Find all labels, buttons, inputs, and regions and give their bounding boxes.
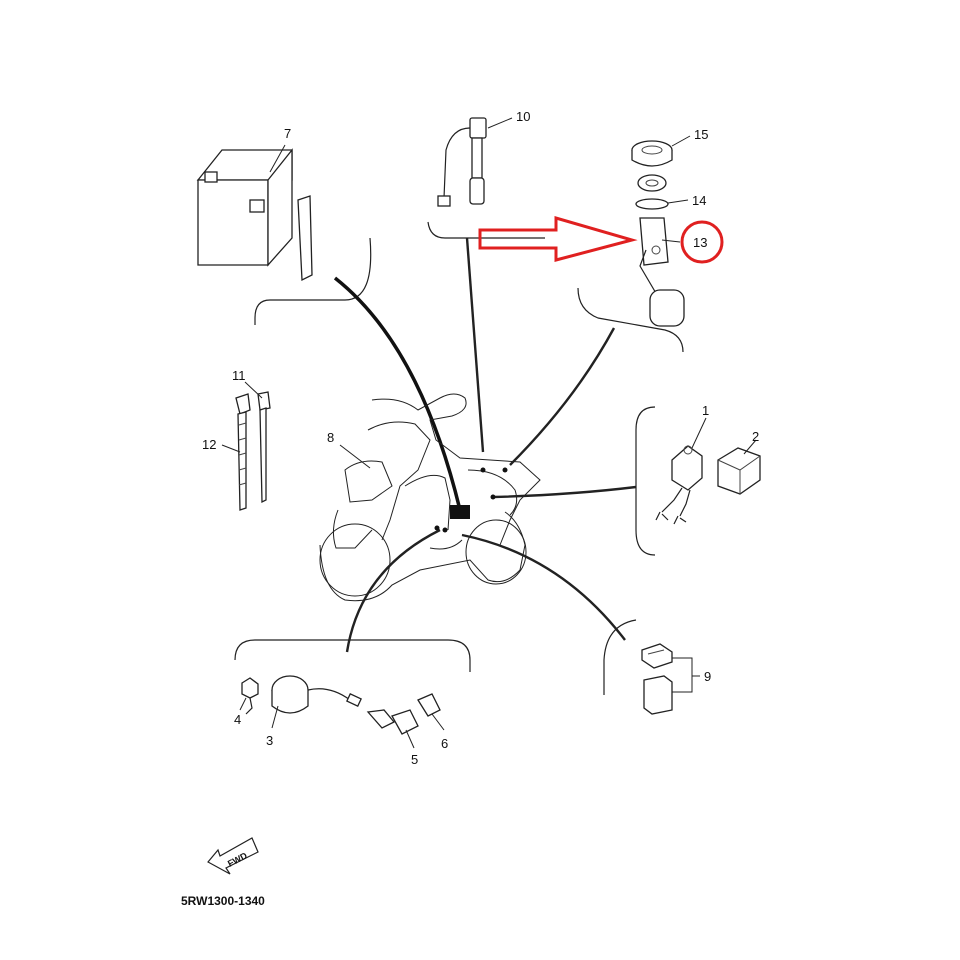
leader-10 — [487, 117, 513, 129]
label-part-9: 9 — [704, 669, 711, 684]
bracket-battery — [254, 237, 372, 325]
speed-sensor-part — [437, 117, 487, 207]
leader-1 — [691, 417, 707, 449]
bracket-fuel-sender — [577, 287, 684, 353]
label-part-1: 1 — [702, 403, 709, 418]
ignition-parts — [241, 675, 441, 735]
label-part-15: 15 — [694, 127, 708, 142]
leader-13 — [661, 239, 681, 243]
leader-15 — [671, 135, 691, 147]
leader-3 — [271, 705, 279, 729]
highlight-circle — [680, 220, 724, 264]
leader-fuel-sender — [509, 327, 616, 466]
leader-sensor — [465, 237, 485, 453]
leader-12 — [221, 444, 241, 453]
scooter-outline — [319, 393, 541, 602]
leader-7 — [269, 144, 286, 173]
highlight-arrow — [478, 216, 638, 262]
label-part-13: 13 — [693, 235, 707, 250]
leader-6 — [431, 713, 445, 731]
label-part-4: 4 — [234, 712, 241, 727]
label-part-14: 14 — [692, 193, 706, 208]
leader-4 — [239, 697, 247, 711]
fuse-parts — [641, 643, 673, 715]
label-part-2: 2 — [752, 429, 759, 444]
label-part-6: 6 — [441, 736, 448, 751]
leader-fuse — [461, 533, 626, 641]
leader-2 — [743, 439, 757, 455]
bracket-sensor — [427, 221, 545, 239]
label-part-3: 3 — [266, 733, 273, 748]
label-part-10: 10 — [516, 109, 530, 124]
label-part-7: 7 — [284, 126, 291, 141]
label-part-11: 11 — [232, 368, 246, 383]
fwd-arrow-icon: FWD — [207, 837, 259, 875]
label-part-12: 12 — [202, 437, 216, 452]
bracket-fuse — [603, 619, 637, 695]
bracket-relay — [635, 406, 656, 556]
leader-11 — [244, 381, 263, 399]
leader-relay — [492, 485, 637, 499]
label-part-5: 5 — [411, 752, 418, 767]
leader-8 — [339, 444, 371, 469]
diagram-code: 5RW1300-1340 — [181, 894, 265, 908]
leader-9 — [672, 657, 700, 693]
leader-battery — [333, 276, 462, 511]
leader-5 — [405, 729, 415, 749]
fuel-sender-assembly — [631, 140, 685, 327]
leader-ignition — [345, 528, 441, 653]
label-part-8: 8 — [327, 430, 334, 445]
cable-ties — [235, 391, 271, 511]
bracket-ignition — [234, 639, 471, 672]
battery-part — [196, 148, 313, 282]
leader-14 — [667, 199, 689, 204]
relay-parts — [655, 445, 761, 525]
